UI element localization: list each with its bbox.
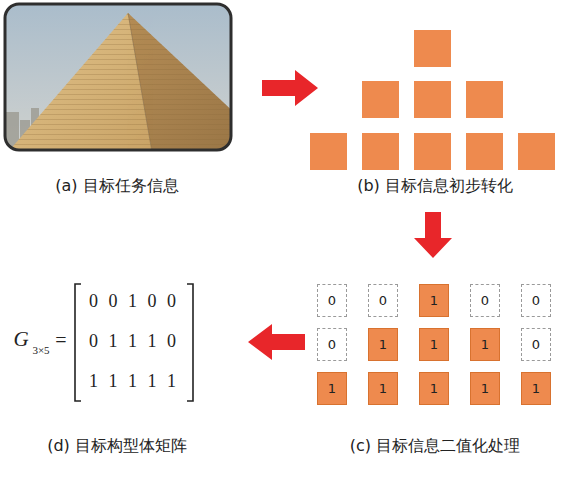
matrix-size: 3×5 (32, 344, 49, 356)
filled-cell: 1 (419, 328, 449, 361)
cell-value: 1 (532, 382, 540, 395)
cell-value: 1 (379, 338, 387, 351)
square-block (518, 133, 555, 170)
filled-cell: 1 (470, 372, 500, 405)
square-block (414, 81, 451, 118)
matrix-bracket (75, 284, 81, 401)
panel-caption: (b) 目标信息初步转化 (357, 177, 513, 195)
empty-cell: 0 (521, 284, 551, 317)
filled-cell: 1 (368, 328, 398, 361)
pyramid-squares (310, 30, 555, 170)
filled-cell: 1 (470, 328, 500, 361)
cell-value: 1 (430, 382, 438, 395)
square-block (362, 133, 399, 170)
square-block (362, 81, 399, 118)
pyramid-edge (128, 13, 152, 150)
matrix-row: 0 1 1 1 0 (89, 332, 179, 352)
cell-value: 0 (532, 338, 540, 351)
empty-cell: 0 (470, 284, 500, 317)
cell-value: 0 (532, 294, 540, 307)
flow-arrow (414, 212, 452, 258)
flow-arrow (262, 70, 318, 106)
sky (5, 4, 231, 150)
panel-caption: (a) 目标任务信息 (55, 177, 178, 195)
empty-cell: 0 (317, 284, 347, 317)
panel-caption: (d) 目标构型体矩阵 (47, 437, 187, 455)
cell-value: 1 (481, 338, 489, 351)
cell-value: 0 (481, 294, 489, 307)
square-block (310, 133, 347, 170)
empty-cell: 0 (317, 328, 347, 361)
square-block (466, 133, 503, 170)
equals-sign: = (55, 329, 66, 351)
photo-frame (5, 4, 231, 150)
matrix-row: 0 0 1 0 0 (89, 292, 179, 312)
cell-value: 0 (328, 294, 336, 307)
matrix-bracket (187, 284, 193, 401)
matrix-row: 1 1 1 1 1 (89, 372, 179, 392)
filled-cell: 1 (419, 372, 449, 405)
cell-value: 1 (379, 382, 387, 395)
filled-cell: 1 (317, 372, 347, 405)
cell-value: 1 (481, 382, 489, 395)
cell-value: 1 (430, 338, 438, 351)
filled-cell: 1 (419, 284, 449, 317)
square-block (466, 81, 503, 118)
empty-cell: 0 (368, 284, 398, 317)
stone-courses (8, 13, 231, 150)
empty-cell: 0 (521, 328, 551, 361)
filled-cell: 1 (368, 372, 398, 405)
cell-value: 1 (430, 294, 438, 307)
cell-value: 0 (379, 294, 387, 307)
panel-caption: (c) 目标信息二值化处理 (350, 437, 520, 455)
pyramid-photo (5, 4, 231, 150)
cell-value: 0 (328, 338, 336, 351)
matrix-symbol: G (13, 328, 28, 351)
square-block (414, 133, 451, 170)
cell-value: 1 (328, 382, 336, 395)
filled-cell: 1 (521, 372, 551, 405)
flow-arrow (248, 324, 305, 360)
square-block (414, 30, 451, 67)
